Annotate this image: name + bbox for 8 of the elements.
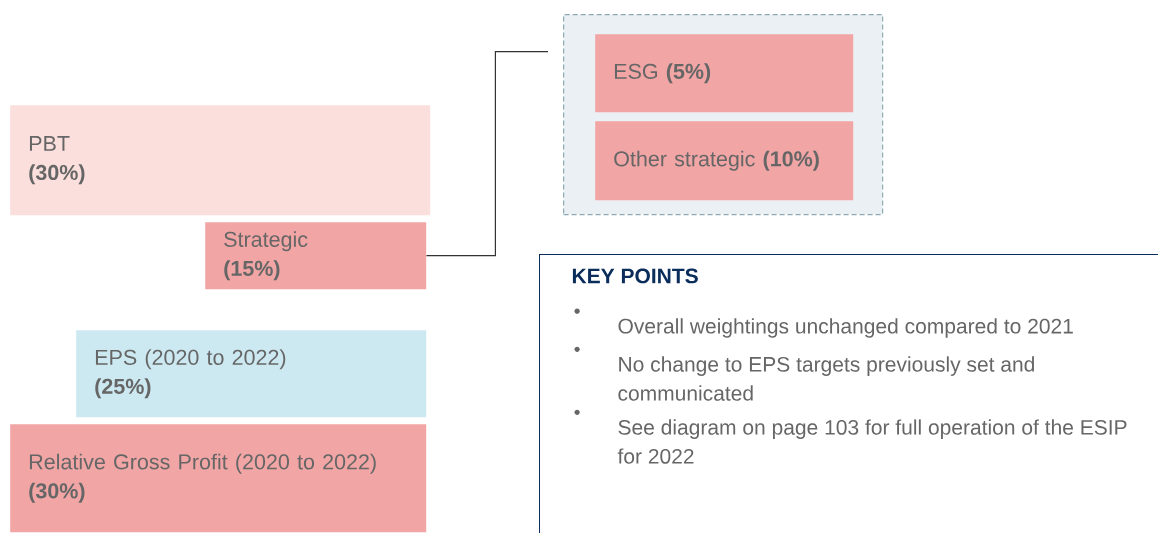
weighting-box: Strategic (15%) bbox=[205, 222, 427, 290]
weighting-box: Other strategic (10%) bbox=[595, 121, 854, 201]
connector-line bbox=[425, 51, 549, 257]
key-points-panel: KEY POINTS Overall weightings unchanged compared to 2021 No change to EPS targets previously set and communicated See diagram on page 103 for full operation of the ESIP for 2022 bbox=[539, 254, 1158, 533]
weighting-box: Relative Gross Profit (2020 to 2022) (30%) bbox=[10, 424, 427, 533]
weighting-box: PBT (30%) bbox=[10, 105, 431, 216]
weighting-box: ESG (5%) bbox=[595, 34, 854, 113]
weighting-box: EPS (2020 to 2022) (25%) bbox=[76, 330, 427, 418]
